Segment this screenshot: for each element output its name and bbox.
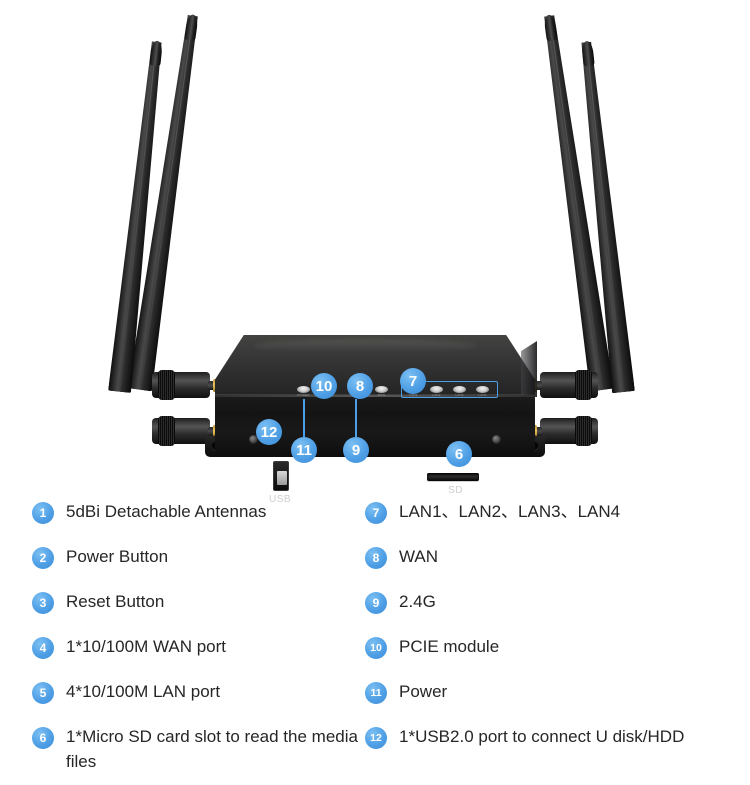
- legend-badge-9: 9: [365, 592, 387, 614]
- panel-screw-left: [249, 435, 258, 444]
- leader-line-24g: [355, 399, 357, 437]
- legend-badge-4: 4: [32, 637, 54, 659]
- legend-item-12: 12 1*USB2.0 port to connect U disk/HDD: [365, 725, 735, 751]
- legend-item-1: 1 5dBi Detachable Antennas: [32, 500, 362, 526]
- antenna-hinge-left-rear: [152, 370, 222, 400]
- legend-badge-3: 3: [32, 592, 54, 614]
- legend-item-11: 11 Power: [365, 680, 735, 706]
- lan3-led: LAN3: [453, 386, 466, 397]
- legend-label-10: PCIE module: [399, 637, 500, 656]
- callout-7: 7: [400, 368, 426, 394]
- legend-badge-6: 6: [32, 727, 54, 749]
- legend-label-3: Reset Button: [66, 592, 165, 611]
- legend-item-6: 6 1*Micro SD card slot to read the media…: [32, 725, 362, 774]
- legend-label-5: 4*10/100M LAN port: [66, 682, 221, 701]
- legend-label-9: 2.4G: [399, 592, 436, 611]
- legend-badge-11: 11: [365, 682, 387, 704]
- legend-badge-7: 7: [365, 502, 387, 524]
- leader-line-power: [303, 399, 305, 437]
- usb-port-label: USB: [269, 494, 292, 505]
- legend-label-7: LAN1、LAN2、LAN3、LAN4: [399, 502, 621, 521]
- legend-badge-5: 5: [32, 682, 54, 704]
- callout-6: 6: [446, 441, 472, 467]
- legend-column-right: 7 LAN1、LAN2、LAN3、LAN4 8 WAN 9 2.4G 10 PC…: [365, 500, 735, 770]
- power-led: POWER: [297, 386, 310, 397]
- legend-badge-10: 10: [365, 637, 387, 659]
- legend-label-6: 1*Micro SD card slot to read the media f…: [66, 727, 358, 771]
- legend-column-left: 1 5dBi Detachable Antennas 2 Power Butto…: [32, 500, 362, 785]
- legend-item-10: 10 PCIE module: [365, 635, 735, 661]
- legend-item-2: 2 Power Button: [32, 545, 362, 571]
- legend-label-4: 1*10/100M WAN port: [66, 637, 226, 656]
- legend-label-11: Power: [399, 682, 448, 701]
- lan2-led: LAN2: [430, 386, 443, 397]
- legend-item-8: 8 WAN: [365, 545, 735, 571]
- lan4-led: LAN4: [476, 386, 489, 397]
- panel-screw-right: [492, 435, 501, 444]
- legend-item-7: 7 LAN1、LAN2、LAN3、LAN4: [365, 500, 735, 526]
- legend-item-9: 9 2.4G: [365, 590, 735, 616]
- legend-label-1: 5dBi Detachable Antennas: [66, 502, 267, 521]
- sd-slot-label: SD: [448, 485, 463, 496]
- router-chassis: USB SD POWER PCIE 2.4G WAN LAN1 LAN2 LAN…: [205, 335, 545, 505]
- legend-item-4: 4 1*10/100M WAN port: [32, 635, 362, 661]
- router-side-face: [521, 341, 537, 397]
- legend-item-3: 3 Reset Button: [32, 590, 362, 616]
- antenna-hinge-left-front: [152, 416, 222, 446]
- device-illustration: USB SD POWER PCIE 2.4G WAN LAN1 LAN2 LAN…: [0, 13, 750, 505]
- legend-label-12: 1*USB2.0 port to connect U disk/HDD: [399, 727, 685, 746]
- wan-led: WAN: [375, 386, 388, 397]
- callout-8: 8: [347, 373, 373, 399]
- legend: 1 5dBi Detachable Antennas 2 Power Butto…: [0, 500, 750, 785]
- callout-12: 12: [256, 419, 282, 445]
- legend-label-8: WAN: [399, 547, 439, 566]
- antenna-hinge-right-rear: [528, 370, 598, 400]
- legend-badge-2: 2: [32, 547, 54, 569]
- callout-11: 11: [291, 437, 317, 463]
- legend-badge-12: 12: [365, 727, 387, 749]
- legend-item-5: 5 4*10/100M LAN port: [32, 680, 362, 706]
- callout-9: 9: [343, 437, 369, 463]
- callout-10: 10: [311, 373, 337, 399]
- usb-port[interactable]: [273, 461, 289, 491]
- antenna-hinge-right-front: [528, 416, 598, 446]
- legend-label-2: Power Button: [66, 547, 169, 566]
- legend-badge-8: 8: [365, 547, 387, 569]
- legend-badge-1: 1: [32, 502, 54, 524]
- sd-card-slot[interactable]: [427, 473, 479, 481]
